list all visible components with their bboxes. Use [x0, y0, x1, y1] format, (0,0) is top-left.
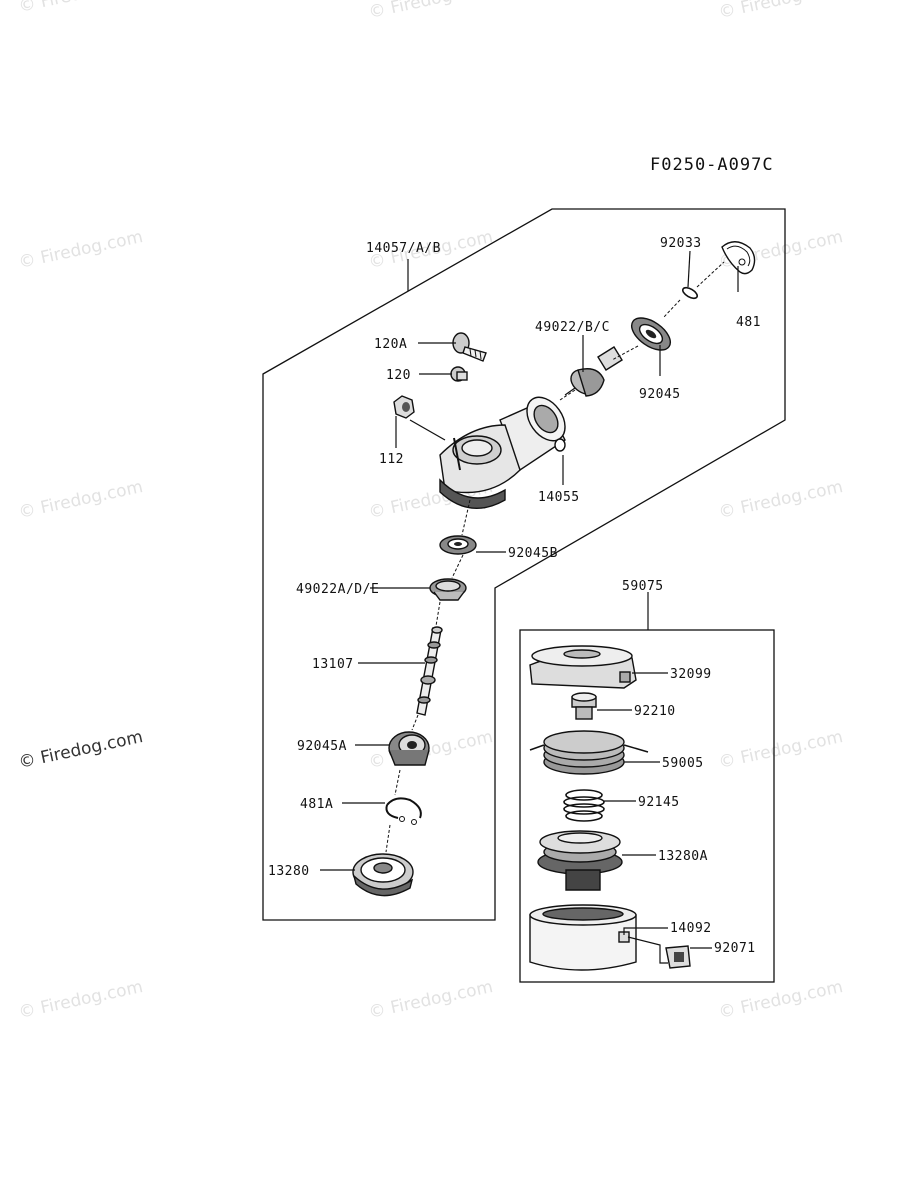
- label-59005: 59005: [662, 756, 704, 771]
- nut-112-drawing: [393, 395, 415, 419]
- label-112: 112: [379, 452, 404, 467]
- label-92071: 92071: [714, 941, 756, 956]
- watermark: © Firedog.com: [17, 477, 145, 523]
- watermark: © Firedog.com: [17, 0, 145, 17]
- watermark-dark: © Firedog.com: [17, 727, 145, 773]
- watermark: © Firedog.com: [367, 0, 495, 23]
- watermark: © Firedog.com: [717, 977, 845, 1023]
- label-32099: 32099: [670, 667, 712, 682]
- leader-lines: [320, 250, 739, 964]
- head-assembly-boundary: [519, 629, 775, 983]
- shaft-13107-drawing: [416, 626, 443, 716]
- label-92045a: 92045A: [297, 739, 347, 754]
- label-92045: 92045: [639, 387, 681, 402]
- watermark: © Firedog.com: [367, 977, 495, 1023]
- figure-code: F0250-A097C: [650, 155, 774, 175]
- gear-assembly-boundary: [262, 208, 786, 921]
- label-481: 481: [736, 315, 761, 330]
- spool-13280a-drawing: [537, 830, 623, 891]
- ring-481a-drawing: [385, 797, 422, 825]
- bolt-120-drawing: [450, 366, 468, 382]
- gear-49022a-drawing: [429, 578, 467, 601]
- label-14055: 14055: [538, 490, 580, 505]
- watermark-layer: © Firedog.com © Firedog.com © Firedog.co…: [17, 0, 845, 1023]
- eyelet-92071-drawing: [665, 945, 691, 969]
- label-120a: 120A: [374, 337, 407, 352]
- watermark: © Firedog.com: [717, 477, 845, 523]
- label-92033: 92033: [660, 236, 702, 251]
- clip-92033-drawing: [681, 286, 699, 300]
- holder-13280-drawing: [352, 853, 414, 897]
- label-49022: 49022/B/C: [535, 320, 610, 335]
- cover-32099-drawing: [529, 645, 637, 689]
- watermark: © Firedog.com: [17, 227, 145, 273]
- bearing-92045a-drawing: [388, 731, 430, 766]
- spring-92145-drawing: [563, 789, 605, 822]
- line-59005-drawing: [529, 730, 649, 775]
- watermark: © Firedog.com: [717, 0, 845, 23]
- bolt-92210-drawing: [571, 692, 597, 720]
- label-13280: 13280: [268, 864, 310, 879]
- watermark: © Firedog.com: [717, 727, 845, 773]
- label-13280a: 13280A: [658, 849, 708, 864]
- gear-case-14055-drawing: [439, 396, 566, 509]
- bolt-120a-drawing: [452, 332, 487, 362]
- watermark: © Firedog.com: [17, 977, 145, 1023]
- label-92045b: 92045B: [508, 546, 558, 561]
- label-92145: 92145: [638, 795, 680, 810]
- label-59075: 59075: [622, 579, 664, 594]
- housing-14092-drawing: [529, 904, 637, 971]
- bearing-92045-drawing: [631, 317, 671, 351]
- bearing-92045b-drawing: [439, 535, 477, 555]
- label-14057: 14057/A/B: [366, 241, 441, 256]
- label-14092: 14092: [670, 921, 712, 936]
- label-49022a: 49022A/D/E: [296, 582, 379, 597]
- label-481a: 481A: [300, 797, 333, 812]
- watermark: © Firedog.com: [367, 727, 495, 773]
- label-92210: 92210: [634, 704, 676, 719]
- label-13107: 13107: [312, 657, 354, 672]
- label-120: 120: [386, 368, 411, 383]
- shaft-49022-drawing: [564, 346, 623, 397]
- gasket-481-drawing: [721, 241, 756, 275]
